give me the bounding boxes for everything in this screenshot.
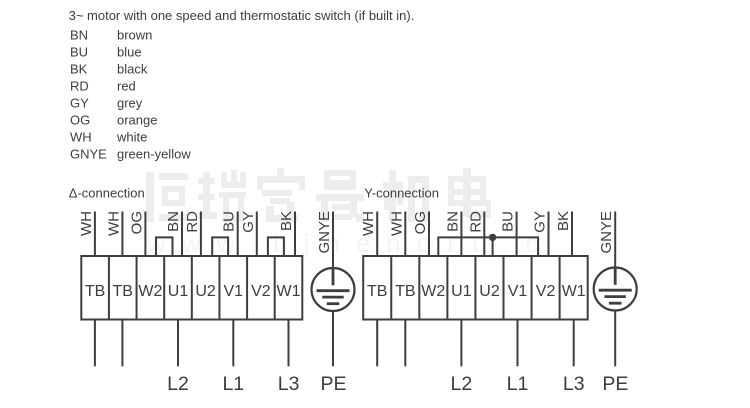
svg-text:black: black [117,62,148,77]
svg-text:OG: OG [128,211,145,234]
svg-text:V1: V1 [508,283,528,300]
svg-text:V1: V1 [224,283,244,300]
svg-text:U2: U2 [195,283,216,300]
svg-text:BK: BK [278,211,295,231]
svg-text:BK: BK [70,62,88,77]
svg-text:TB: TB [85,283,105,300]
svg-text:U2: U2 [479,283,500,300]
svg-text:U1: U1 [451,283,472,300]
svg-text:L1: L1 [507,373,529,395]
svg-text:W2: W2 [138,283,162,300]
svg-text:white: white [116,130,147,145]
svg-text:Δ-connection: Δ-connection [69,186,145,201]
svg-text:BU: BU [221,211,238,232]
svg-text:BU: BU [70,45,88,60]
svg-text:RD: RD [184,211,201,233]
svg-text:OG: OG [412,211,429,234]
svg-text:TB: TB [395,283,415,300]
svg-text:GY: GY [70,96,89,111]
svg-text:WH: WH [70,130,92,145]
svg-text:red: red [117,79,136,94]
svg-text:WH: WH [105,211,122,236]
svg-text:RD: RD [70,79,89,94]
svg-text:V2: V2 [536,283,556,300]
svg-text:PE: PE [602,373,628,395]
svg-text:GNYE: GNYE [316,211,333,254]
svg-text:L1: L1 [222,373,244,395]
svg-text:BN: BN [165,211,182,232]
svg-text:GNYE: GNYE [598,211,615,254]
svg-text:BK: BK [555,211,572,231]
svg-text:L3: L3 [278,373,300,395]
svg-text:BN: BN [70,28,88,43]
svg-text:TB: TB [112,283,132,300]
svg-text:W1: W1 [277,283,301,300]
svg-text:BU: BU [500,211,517,232]
svg-text:TB: TB [367,283,387,300]
svg-text:L2: L2 [451,373,473,395]
svg-text:WH: WH [388,211,405,236]
svg-text:GY: GY [532,211,549,233]
svg-text:green-yellow: green-yellow [117,147,191,162]
svg-text:blue: blue [117,45,142,60]
svg-text:WH: WH [360,211,377,236]
svg-text:BN: BN [444,211,461,232]
svg-text:L2: L2 [167,373,189,395]
svg-text:U1: U1 [168,283,189,300]
svg-text:orange: orange [117,113,157,128]
svg-text:GY: GY [240,211,257,233]
svg-text:WH: WH [78,211,95,236]
svg-text:3~ motor with one speed and th: 3~ motor with one speed and thermostatic… [69,8,415,23]
svg-text:RD: RD [467,211,484,233]
svg-text:grey: grey [117,96,143,111]
svg-text:GNYE: GNYE [70,147,107,162]
svg-text:L3: L3 [563,373,585,395]
svg-text:Y-connection: Y-connection [364,186,439,201]
svg-text:brown: brown [117,28,152,43]
svg-text:V2: V2 [251,283,271,300]
svg-text:OG: OG [70,113,90,128]
svg-text:PE: PE [320,373,346,395]
svg-text:W2: W2 [421,283,445,300]
svg-text:W1: W1 [562,283,586,300]
